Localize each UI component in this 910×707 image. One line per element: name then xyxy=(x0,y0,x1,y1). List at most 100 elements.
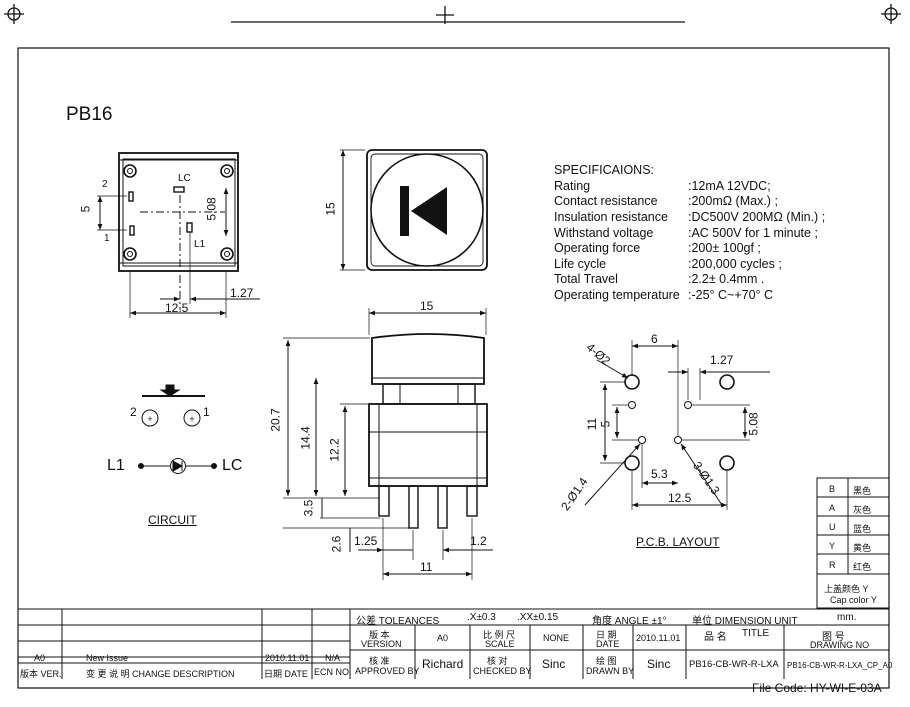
checked-en: CHECKED BY xyxy=(473,666,532,676)
file-code: File Code: HY-WI-E-03A xyxy=(752,681,882,695)
top-view xyxy=(97,152,260,318)
drawn-cn: 绘 图 xyxy=(596,656,617,666)
color-code-y: Y xyxy=(829,541,836,551)
svg-text:+: + xyxy=(189,414,194,424)
circuit-l1: L1 xyxy=(107,457,125,474)
approved-en: APPROVED BY xyxy=(355,666,420,676)
approved-cn: 核 准 xyxy=(369,656,390,666)
side-view xyxy=(283,308,493,580)
circuit-pin-1: 1 xyxy=(203,405,210,419)
pcb-dim-12-5: 12.5 xyxy=(668,491,692,505)
revision-desc: New Issue xyxy=(86,653,129,663)
top-lc-label: LC xyxy=(178,173,191,184)
version-en: VERSION xyxy=(361,639,402,649)
tolerance-xx: .XX±0.15 xyxy=(517,612,559,623)
circuit-lc: LC xyxy=(222,457,243,474)
part-number: PB16 xyxy=(66,104,113,125)
drawing-no-en: DRAWING NO xyxy=(810,640,870,650)
drawn-en: DRAWN BY xyxy=(586,666,635,676)
pcb-dim-1-27: 1.27 xyxy=(710,353,734,367)
registration-marks xyxy=(4,4,901,24)
version-cn: 版 本 xyxy=(369,630,390,640)
pcb-dim-5-3: 5.3 xyxy=(651,467,668,481)
color-table xyxy=(816,477,890,609)
revision-header-ecn: ECN NO. xyxy=(314,667,352,677)
title-block xyxy=(18,608,889,679)
angle-tolerance: 角度 ANGLE ±1° xyxy=(592,616,667,627)
spec-value-withstand-voltage: :AC 500V for 1 minute ; xyxy=(688,226,818,240)
side-dim-14-4: 14.4 xyxy=(298,426,313,450)
date-value: 2010.11.01 xyxy=(636,633,681,643)
cap-color-cn: 上盖颜色 Y xyxy=(824,584,869,594)
side-dim-1-25: 1.25 xyxy=(354,534,378,548)
tolerance-x: .X±0.3 xyxy=(467,612,496,623)
revision-header-desc: 变 更 说 明 CHANGE DESCRIPTION xyxy=(86,669,235,679)
side-dim-1-2: 1.2 xyxy=(470,534,487,548)
date-en: DATE xyxy=(596,639,620,649)
version-value: A0 xyxy=(437,633,449,643)
side-dim-11: 11 xyxy=(420,560,433,574)
color-name-y: 黄色 xyxy=(853,543,872,553)
spec-value-rating: :12mA 12VDC; xyxy=(688,179,771,193)
revision-date: 2010.11.01 xyxy=(265,653,310,663)
side-dim-15: 15 xyxy=(420,299,434,313)
play-previous-symbol xyxy=(400,186,447,236)
spec-value-total-travel: :2.2± 0.4mm . xyxy=(688,272,765,286)
color-name-a: 灰色 xyxy=(853,505,872,515)
top-pin-2-label: 2 xyxy=(102,179,108,190)
spec-value-insulation-resistance: :DC500V 200MΩ (Min.) ; xyxy=(688,210,826,224)
circuit-caption: CIRCUIT xyxy=(148,513,197,527)
scale-en: SCALE xyxy=(485,639,515,649)
pcb-dim-5-08: 5.08 xyxy=(746,412,761,436)
title-value: PB16-CB-WR-R-LXA xyxy=(689,659,779,670)
scale-value: NONE xyxy=(543,633,570,643)
color-name-r: 红色 xyxy=(853,562,872,572)
color-code-u: U xyxy=(829,522,836,532)
top-l1-label: L1 xyxy=(194,239,206,250)
top-dim-12-5: 12.5 xyxy=(165,301,189,315)
drawing-frame xyxy=(17,47,890,689)
revision-header-ver: 版本 VER. xyxy=(20,669,62,679)
side-dim-2-6: 2.6 xyxy=(329,535,344,553)
checked-cn: 核 对 xyxy=(487,656,508,666)
color-name-u: 蓝色 xyxy=(853,524,872,534)
spec-heading: SPECIFICAIONS: xyxy=(554,163,655,177)
spec-label-total-travel: Total Travel xyxy=(554,272,618,286)
color-code-a: A xyxy=(829,503,836,513)
pcb-caption: P.C.B. LAYOUT xyxy=(636,535,720,549)
title-cn: 品 名 xyxy=(704,632,727,643)
revision-ver: A0 xyxy=(34,653,46,663)
title-en: TITLE xyxy=(742,628,770,639)
spec-label-operating-force: Operating force xyxy=(554,241,641,255)
drawing-no-value: PB16-CB-WR-R-LXA_CP_A0 xyxy=(787,661,893,670)
tolerances-label: 公差 TOLEANCES xyxy=(356,616,440,627)
circuit-diagram: + + xyxy=(138,384,217,474)
top-dim-5: 5 xyxy=(78,205,93,213)
side-dim-3-5: 3.5 xyxy=(301,499,316,517)
front-view xyxy=(340,149,488,271)
svg-text:+: + xyxy=(147,414,152,424)
top-dim-5-08: 5.08 xyxy=(204,197,219,221)
spec-label-contact-resistance: Contact resistance xyxy=(554,194,658,208)
top-pin-1-label: 1 xyxy=(104,233,110,244)
approved-value: Richard xyxy=(422,657,464,671)
side-dim-20-7: 20.7 xyxy=(268,408,283,432)
checked-value: Sinc xyxy=(542,657,566,671)
spec-label-withstand-voltage: Withstand voltage xyxy=(554,226,654,240)
color-name-b: 黑色 xyxy=(853,486,872,496)
color-code-r: R xyxy=(829,560,836,570)
revision-header-date: 日期 DATE xyxy=(264,669,308,679)
top-dim-1-27: 1.27 xyxy=(230,286,254,300)
pcb-layout xyxy=(584,340,770,510)
spec-label-rating: Rating xyxy=(554,179,591,193)
spec-label-operating-temperature: Operating temperature xyxy=(554,288,680,302)
spec-value-contact-resistance: :200mΩ (Max.) ; xyxy=(688,194,778,208)
circuit-pin-2: 2 xyxy=(130,405,137,419)
unit-value: mm. xyxy=(837,612,857,623)
spec-label-insulation-resistance: Insulation resistance xyxy=(554,210,668,224)
front-dim-15: 15 xyxy=(323,202,338,216)
drawing-no-cn: 图 号 xyxy=(822,632,845,643)
revision-ecn: N/A xyxy=(325,653,341,663)
pcb-dim-5: 5 xyxy=(598,420,613,428)
